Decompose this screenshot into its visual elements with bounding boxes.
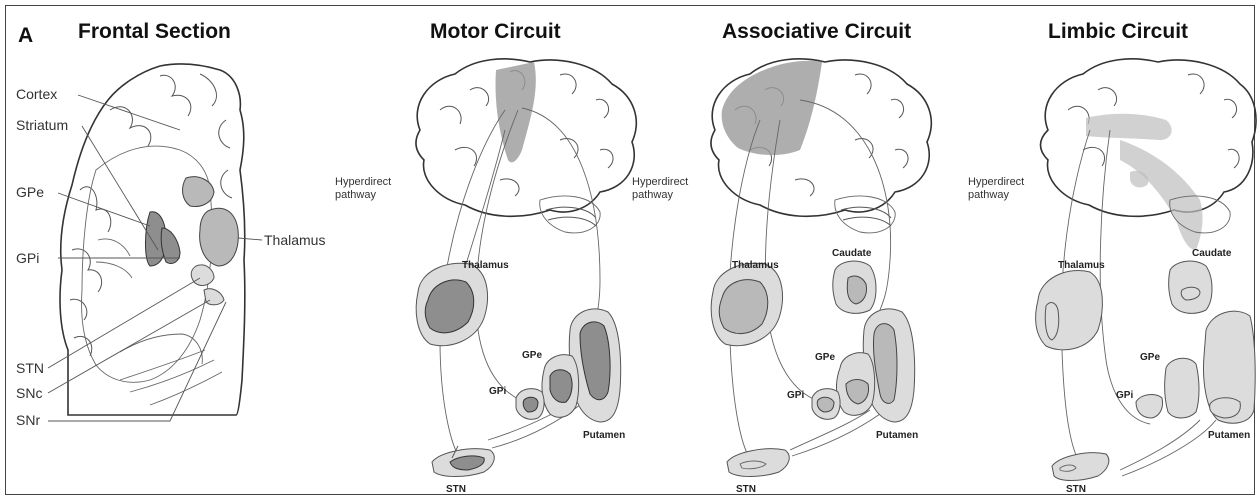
associative-gpi-label: GPi (787, 390, 804, 401)
limbic-gpi-label: GPi (1116, 390, 1133, 401)
associative-thalamus-label: Thalamus (732, 260, 779, 271)
label-gpi: GPi (16, 250, 39, 266)
motor-gpe-label: GPe (522, 350, 542, 361)
title-motor-circuit: Motor Circuit (430, 20, 561, 44)
associative-gpe-label: GPe (815, 352, 835, 363)
label-striatum: Striatum (16, 117, 68, 133)
motor-putamen-label: Putamen (583, 430, 625, 441)
motor-stn-label: STN (446, 484, 466, 495)
label-snc: SNc (16, 385, 42, 401)
limbic-gpe-label: GPe (1140, 352, 1160, 363)
panel-letter: A (18, 24, 33, 48)
motor-hyperdirect-label: Hyperdirect pathway (335, 176, 391, 202)
associative-caudate-label: Caudate (832, 248, 871, 259)
frontal-section-drawing (48, 64, 262, 421)
label-stn: STN (16, 360, 44, 376)
associative-hyperdirect-label: Hyperdirect pathway (632, 176, 688, 202)
limbic-caudate-label: Caudate (1192, 248, 1231, 259)
title-limbic-circuit: Limbic Circuit (1048, 20, 1188, 44)
motor-thalamus-label: Thalamus (462, 260, 509, 271)
label-gpe: GPe (16, 184, 44, 200)
limbic-stn-label: STN (1066, 484, 1086, 495)
limbic-putamen-label: Putamen (1208, 430, 1250, 441)
label-cortex: Cortex (16, 86, 57, 102)
motor-circuit-drawing (416, 59, 636, 477)
associative-putamen-label: Putamen (876, 430, 918, 441)
title-frontal-section: Frontal Section (78, 20, 231, 44)
label-thalamus: Thalamus (264, 232, 325, 248)
label-snr: SNr (16, 412, 40, 428)
limbic-hyperdirect-label: Hyperdirect pathway (968, 176, 1024, 202)
limbic-thalamus-label: Thalamus (1058, 260, 1105, 271)
title-associative-circuit: Associative Circuit (722, 20, 911, 44)
associative-stn-label: STN (736, 484, 756, 495)
motor-gpi-label: GPi (489, 386, 506, 397)
